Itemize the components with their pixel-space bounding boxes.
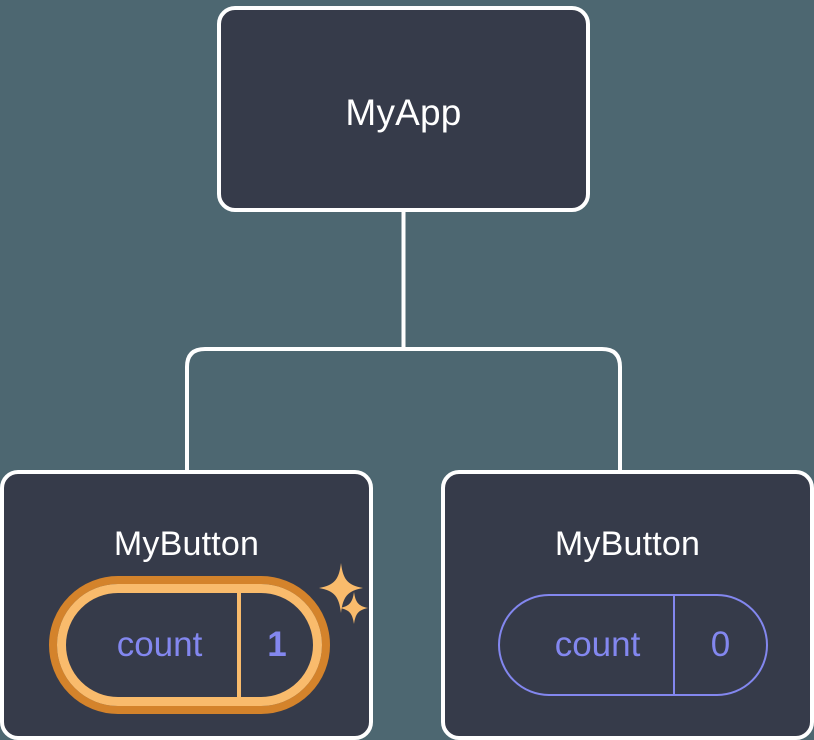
state-pill-inner-ring: count 1 — [57, 584, 322, 706]
node-title: MyButton — [554, 525, 701, 563]
node-title: MyApp — [345, 92, 462, 133]
sparkle-icon — [340, 592, 368, 624]
state-pill-highlighted[interactable]: count 1 — [49, 576, 330, 714]
edge-branch-bar — [185, 347, 622, 470]
component-node-mybutton-right[interactable]: MyButton count 0 — [441, 470, 814, 740]
component-node-myapp[interactable]: MyApp — [217, 6, 590, 212]
state-pill[interactable]: count 0 — [498, 594, 768, 696]
node-title: MyButton — [113, 525, 260, 563]
state-value: 1 — [237, 593, 313, 697]
state-value: 0 — [673, 596, 766, 694]
sparkle-icon — [319, 563, 363, 613]
component-node-mybutton-left[interactable]: MyButton count 1 — [0, 470, 373, 740]
state-key: count — [554, 625, 641, 664]
state-key: count — [116, 625, 203, 664]
